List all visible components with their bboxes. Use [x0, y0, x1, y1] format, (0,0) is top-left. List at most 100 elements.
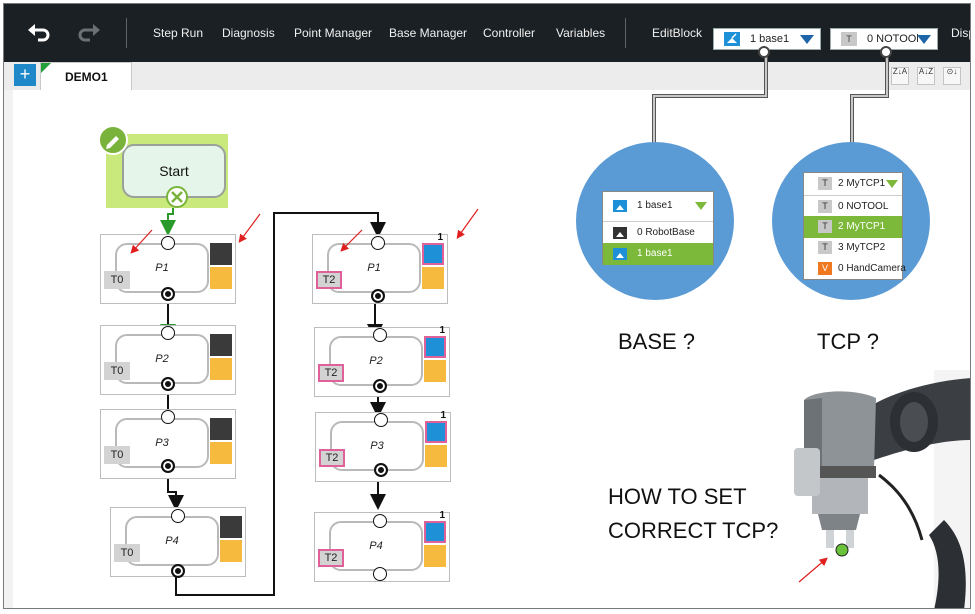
red-arrow — [130, 229, 153, 254]
base-dropdown-value: 1 base1 — [637, 200, 673, 211]
point-label: P3 — [370, 440, 384, 452]
redo-icon[interactable] — [76, 20, 102, 46]
add-tab-button[interactable]: + — [14, 64, 36, 86]
base-marker: 1 — [440, 410, 446, 421]
point-node[interactable]: P2 T0 — [100, 325, 236, 395]
point-label: P3 — [155, 437, 169, 449]
node-input-port[interactable] — [374, 413, 388, 427]
base-manager-button[interactable]: Base Manager — [389, 26, 468, 40]
base-option-label: 1 base1 — [637, 248, 673, 259]
base-question-text: BASE ? — [618, 329, 696, 354]
base-icon — [220, 516, 242, 538]
robotbase-icon — [613, 227, 627, 239]
sort-za-button[interactable]: Z↓A — [891, 67, 909, 85]
node-input-port[interactable] — [171, 509, 185, 523]
motion-icon — [210, 267, 232, 289]
tcp-option-selected[interactable]: T 2 MyTCP1 — [804, 216, 902, 238]
tcp-option-label: 0 NOTOOL — [838, 201, 889, 212]
editblock-button[interactable]: EditBlock — [652, 26, 703, 40]
tcp-option[interactable]: V 0 HandCamera — [804, 258, 906, 280]
tcp-option-label: 3 MyTCP2 — [838, 242, 886, 253]
start-output-close-icon[interactable] — [166, 186, 188, 208]
base-option-selected[interactable]: 1 base1 — [603, 243, 713, 265]
node-output-port[interactable] — [161, 459, 175, 473]
node-output-port[interactable] — [374, 463, 388, 477]
node-output-port[interactable] — [373, 567, 387, 581]
base-icon — [210, 418, 232, 440]
tcp-dropdown-header[interactable]: T 2 MyTCP1 — [804, 173, 902, 195]
motion-icon — [425, 445, 447, 467]
chevron-down-icon — [800, 35, 814, 44]
sort-time-button[interactable]: ⊙↓ — [943, 67, 961, 85]
base-icon — [424, 521, 446, 543]
chevron-down-icon — [695, 202, 707, 210]
base-dropdown-header[interactable]: 1 base1 — [603, 195, 713, 217]
tool-tag: T2 — [318, 549, 344, 567]
node-input-port[interactable] — [161, 410, 175, 424]
base-icon — [724, 32, 740, 46]
red-arrow — [238, 213, 261, 243]
controller-button[interactable]: Controller — [483, 26, 536, 40]
base-marker: 1 — [437, 232, 443, 243]
tool-tag: T2 — [319, 449, 345, 467]
node-output-port[interactable] — [161, 287, 175, 301]
vision-icon: V — [818, 262, 832, 275]
node-input-port[interactable] — [371, 236, 385, 250]
tool-tag: T0 — [104, 362, 130, 380]
display-button[interactable]: Disp — [951, 26, 970, 40]
point-label: P1 — [367, 262, 381, 274]
undo-icon[interactable] — [26, 20, 52, 46]
motion-icon — [210, 358, 232, 380]
diagnosis-button[interactable]: Diagnosis — [222, 26, 275, 40]
tool-icon: T — [818, 177, 832, 190]
tcp-option[interactable]: T 3 MyTCP2 — [804, 237, 902, 259]
callout-anchor — [758, 46, 770, 58]
how-to-text-line1: HOW TO SET — [608, 484, 747, 509]
tcp-option-label: 2 MyTCP1 — [838, 221, 886, 232]
app-window: Step Run Diagnosis Point Manager Base Ma… — [3, 3, 971, 609]
tcp-dropdown[interactable]: T 2 MyTCP1 T 0 NOTOOL T 2 MyTCP1 T 3 MyT… — [803, 172, 906, 280]
node-input-port[interactable] — [161, 326, 175, 340]
tcp-question-text: TCP ? — [817, 329, 879, 354]
node-output-port[interactable] — [371, 289, 385, 303]
red-arrow — [456, 208, 479, 239]
node-input-port[interactable] — [161, 236, 175, 250]
robot-arm-image — [794, 370, 970, 608]
toolbar-divider — [625, 18, 626, 48]
base-dropdown[interactable]: 1 base1 0 RobotBase 1 base1 — [602, 191, 714, 265]
edit-icon[interactable] — [98, 125, 128, 155]
base-icon — [613, 248, 627, 260]
point-label: P2 — [155, 353, 169, 365]
node-output-port[interactable] — [161, 377, 175, 391]
point-label: P4 — [165, 535, 179, 547]
variables-button[interactable]: Variables — [556, 26, 606, 40]
tool-tag: T2 — [318, 364, 344, 382]
base-option[interactable]: 0 RobotBase — [603, 221, 713, 244]
sort-az-button[interactable]: A↓Z — [917, 67, 935, 85]
red-arrow — [798, 557, 828, 583]
step-run-button[interactable]: Step Run — [153, 26, 204, 40]
tool-tag: T0 — [114, 544, 140, 562]
toolbar-divider — [126, 18, 127, 48]
point-manager-button[interactable]: Point Manager — [294, 26, 373, 40]
tool-icon: T — [818, 241, 832, 254]
tool-tag: T0 — [104, 446, 130, 464]
red-arrow — [340, 229, 363, 252]
start-node-highlight: Start — [106, 134, 228, 208]
base-icon — [613, 200, 627, 212]
node-input-port[interactable] — [373, 514, 387, 528]
tcp-dropdown-value: 2 MyTCP1 — [838, 178, 886, 189]
base-icon — [210, 243, 232, 265]
motion-icon — [424, 545, 446, 567]
toolbar: Step Run Diagnosis Point Manager Base Ma… — [4, 4, 970, 62]
tab-demo1[interactable]: DEMO1 — [40, 62, 132, 90]
node-output-port[interactable] — [171, 564, 185, 578]
annotation-arrows — [130, 208, 828, 583]
chevron-down-icon — [917, 35, 931, 44]
motion-icon — [424, 360, 446, 382]
pencil-icon — [106, 136, 119, 149]
node-input-port[interactable] — [373, 328, 387, 342]
motion-icon — [422, 267, 444, 289]
tcp-option[interactable]: T 0 NOTOOL — [804, 195, 902, 218]
node-output-port[interactable] — [373, 379, 387, 393]
